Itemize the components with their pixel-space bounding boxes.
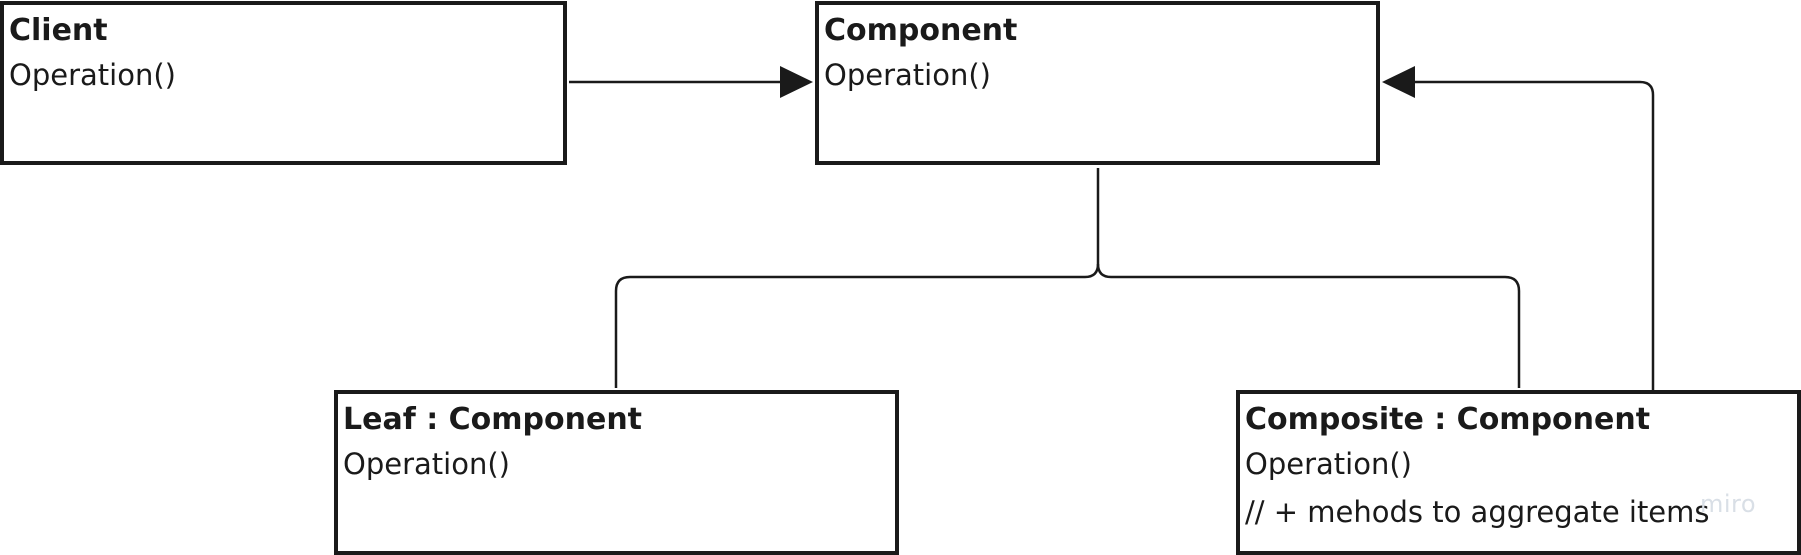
component-class-box[interactable]: Component Operation()	[815, 1, 1380, 165]
leaf-method-operation: Operation()	[343, 447, 510, 481]
client-to-component-arrowhead	[780, 66, 813, 98]
component-to-composite-connector	[1096, 263, 1521, 388]
leaf-class-box[interactable]: Leaf : Component Operation()	[334, 390, 899, 555]
leaf-class-name: Leaf : Component	[343, 402, 643, 437]
composite-method-aggregate-comment: // + mehods to aggregate items	[1245, 495, 1710, 529]
component-class-name: Component	[824, 13, 1018, 48]
composite-class-name: Composite : Component	[1245, 402, 1651, 437]
component-method-operation: Operation()	[824, 58, 991, 92]
composite-method-operation: Operation()	[1245, 447, 1412, 481]
client-method-operation: Operation()	[9, 58, 176, 92]
component-to-leaf-connector	[614, 168, 1100, 388]
composite-class-box[interactable]: Composite : Component Operation() // + m…	[1236, 390, 1801, 555]
composite-to-component-arrowhead	[1382, 66, 1415, 98]
client-class-name: Client	[9, 13, 108, 48]
composite-to-component-reference	[1415, 80, 1655, 392]
client-class-box[interactable]: Client Operation()	[0, 1, 567, 165]
miro-watermark: miro	[1700, 490, 1757, 518]
